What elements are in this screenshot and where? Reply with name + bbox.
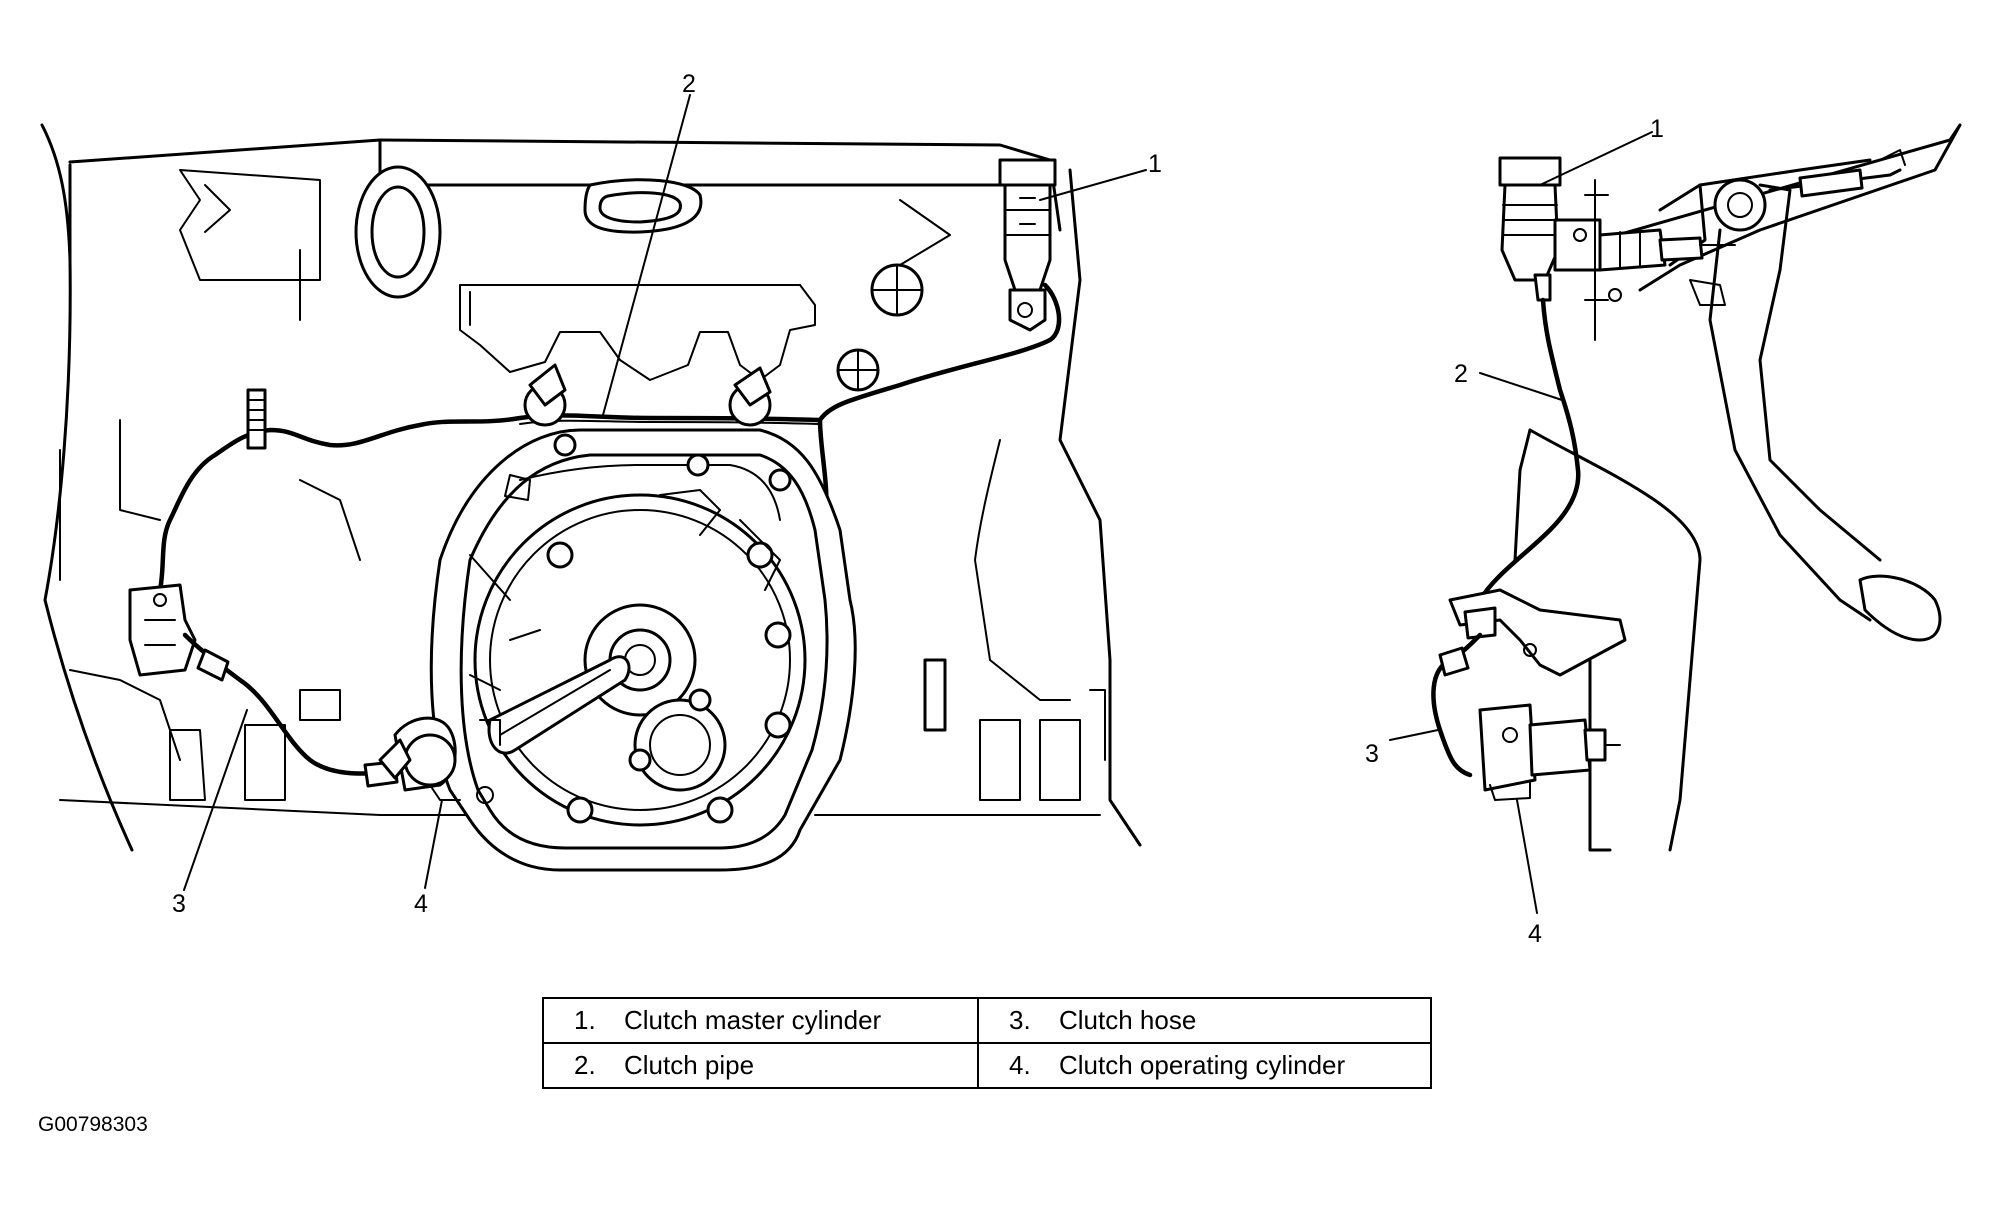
figure-id: G00798303 [38, 1113, 148, 1136]
legend-number: 3. [1009, 1005, 1031, 1035]
legend-cell: 4. Clutch operating cylinder [977, 1042, 1432, 1089]
pedal-assembly-view [1431, 123, 1962, 852]
legend-cell: 1. Clutch master cylinder [542, 997, 979, 1044]
legend-number: 1. [574, 1005, 596, 1035]
legend-cell: 2. Clutch pipe [542, 1042, 979, 1089]
callout-1-left: 1 [1148, 150, 1162, 178]
legend-label: Clutch pipe [624, 1050, 755, 1080]
legend-row: 2. Clutch pipe 4. Clutch operating cylinde… [542, 1042, 1432, 1089]
engine-bay-view [40, 123, 1142, 872]
callout-2-left: 2 [682, 70, 696, 98]
legend-label: Clutch hose [1059, 1005, 1197, 1035]
callout-1-right: 1 [1650, 115, 1664, 143]
callout-2-right: 2 [1454, 360, 1468, 388]
legend-number: 4. [1009, 1050, 1031, 1080]
callout-3-left: 3 [172, 890, 186, 918]
callouts-right: 1 2 3 4 [1365, 115, 1664, 948]
legend-label: Clutch operating cylinder [1059, 1050, 1346, 1080]
callout-4-right: 4 [1528, 920, 1542, 948]
legend-number: 2. [574, 1050, 596, 1080]
legend-row: 1. Clutch master cylinder 3. Clutch hose [542, 997, 1432, 1044]
legend-table: 1. Clutch master cylinder 3. Clutch hose 2… [542, 997, 1432, 1089]
legend-label: Clutch master cylinder [624, 1005, 882, 1035]
callout-4-left: 4 [414, 890, 428, 918]
callout-3-right: 3 [1365, 740, 1379, 768]
legend-cell: 3. Clutch hose [977, 997, 1432, 1044]
callouts-left: 1 2 3 4 [172, 70, 1162, 918]
